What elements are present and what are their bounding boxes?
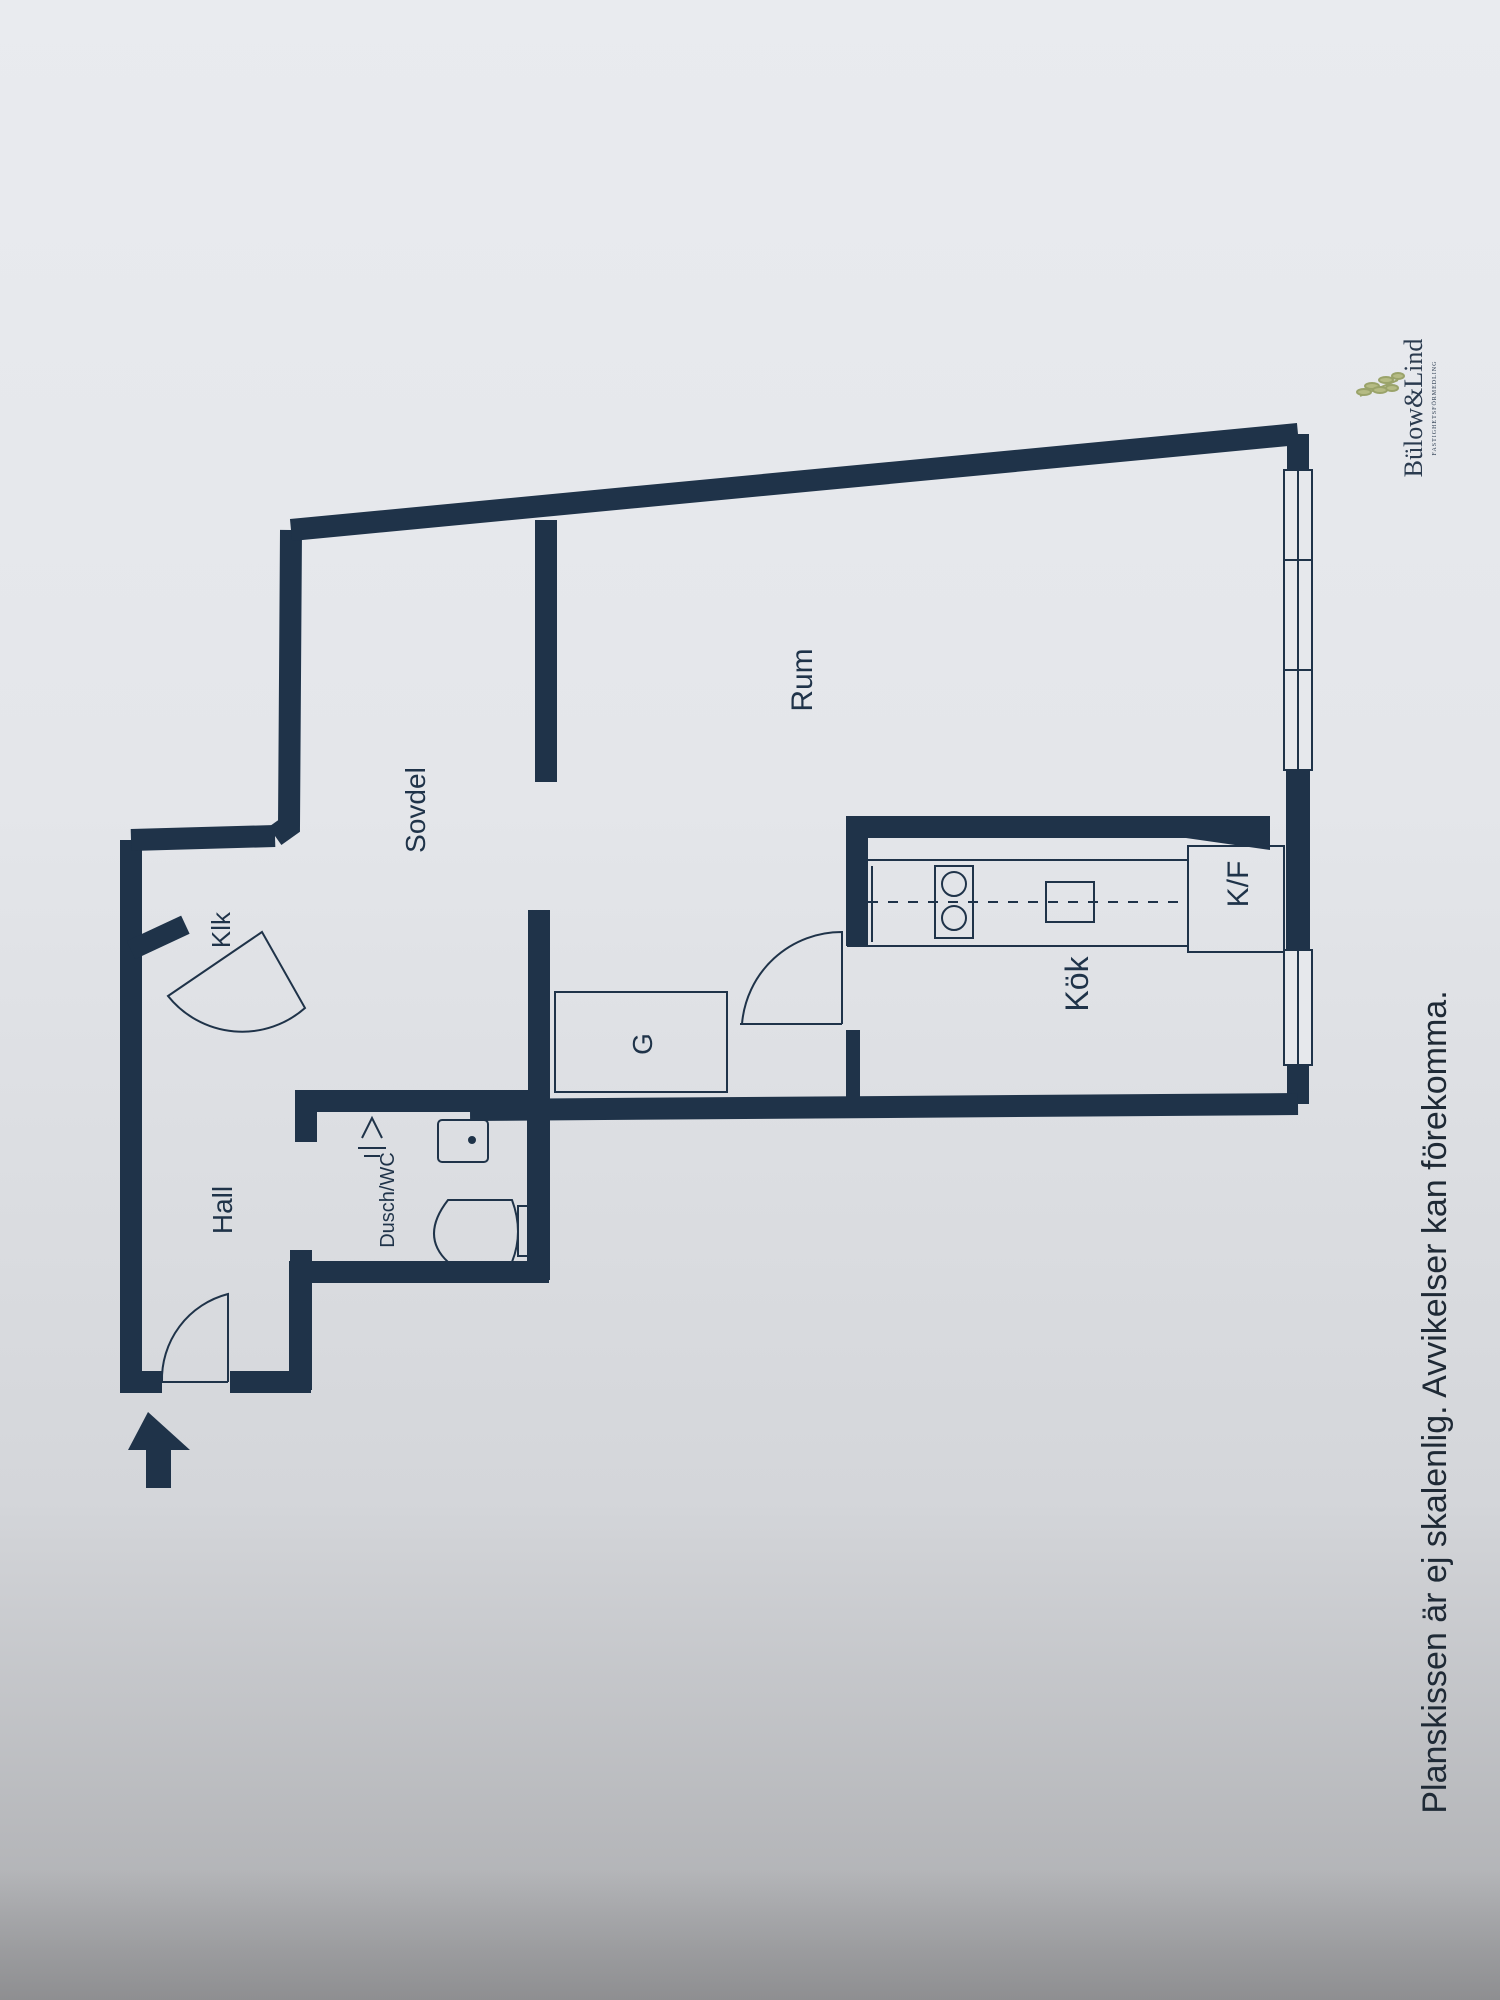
room-labels: Hall Klk Sovdel Rum Dusch/WC G Kök K/F: [206, 648, 1255, 1247]
wall-kitchen-corner: [1186, 816, 1270, 850]
wall-sovdel-left: [268, 529, 302, 845]
wall-bath-door-bottom: [290, 1250, 312, 1390]
room-label-kf: K/F: [1222, 861, 1255, 908]
walls: [120, 423, 1309, 1393]
fridge-box: [1187, 845, 1285, 953]
bath-fixtures: [358, 1115, 533, 1263]
wall-kitchen-bottom: [469, 1093, 1299, 1121]
logo-leaf-icon: [1356, 372, 1405, 397]
logo-tagline-text: FASTIGHETSFÖRMEDLING: [1431, 361, 1438, 456]
room-label-rum: Rum: [786, 648, 819, 711]
wall-kitchen-left: [846, 816, 868, 946]
logo-brand-text: Bülow&Lind: [1399, 339, 1428, 478]
wall-kitchen-door-stub: [846, 1030, 860, 1110]
wall-hall-top: [130, 825, 276, 851]
room-label-hall: Hall: [207, 1186, 238, 1234]
wall-hall-left: [120, 840, 162, 1393]
disclaimer-text: Planskissen är ej skalenlig. Avvikelser …: [1416, 990, 1454, 1813]
room-label-dusch-wc: Dusch/WC: [377, 1152, 399, 1248]
kitchen-counter: [847, 845, 1285, 953]
wall-closet-stub: [126, 915, 190, 960]
room-label-g: G: [627, 1033, 658, 1055]
room-label-kok: Kök: [1059, 955, 1095, 1011]
kitchen-door: [740, 930, 843, 1025]
wall-kitchen-top: [846, 816, 1186, 838]
entrance-arrow-icon: [128, 1412, 190, 1488]
interior-walls: [126, 520, 1310, 1390]
closet-door: [166, 930, 307, 1033]
sink-icon: [437, 1119, 489, 1163]
wall-bath-top: [295, 1090, 540, 1112]
room-label-sovdel: Sovdel: [400, 767, 431, 853]
toilet-icon: [433, 1199, 519, 1263]
wardrobe-box: [554, 991, 728, 1093]
wall-top: [289, 423, 1300, 541]
page-bottom-shadow: [0, 1870, 1500, 2000]
room-label-klk: Klk: [206, 911, 236, 948]
wall-right-pier: [1286, 770, 1310, 950]
wall-bath-door-top: [295, 1090, 317, 1142]
entrance-door: [160, 1292, 229, 1383]
wall-partition-upper: [535, 520, 557, 782]
shower-icon: [358, 1115, 386, 1157]
brand-logo: Bülow&Lind FASTIGHETSFÖRMEDLING: [1356, 339, 1438, 478]
window-mullions: [1284, 470, 1312, 1065]
